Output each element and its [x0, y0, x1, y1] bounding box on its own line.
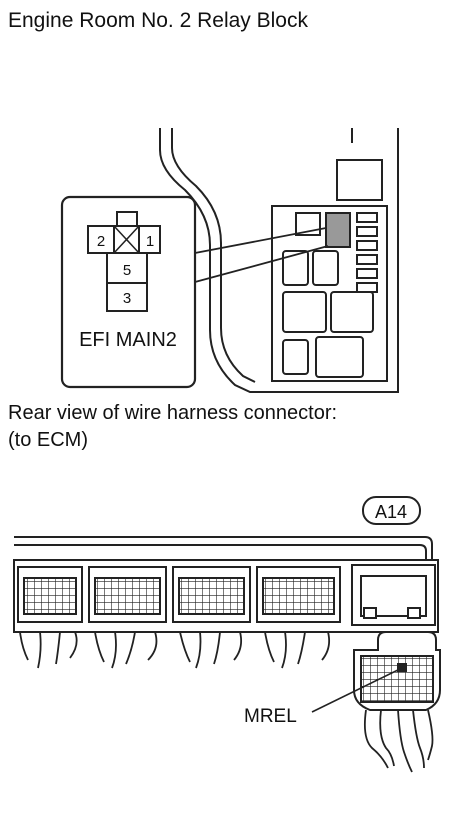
relay-name-label: EFI MAIN2	[79, 329, 177, 351]
efi-main2-socket	[325, 212, 351, 248]
relay-pin-1: 1	[146, 233, 154, 250]
connector-id-label: A14	[375, 502, 407, 522]
relay-pin-2: 2	[97, 233, 105, 250]
relay-pin-diagram	[87, 211, 161, 312]
connector-caption-line1: Rear view of wire harness connector:	[8, 402, 337, 424]
callout-leader-lines	[194, 227, 329, 283]
mrel-terminal	[397, 663, 407, 672]
ecm-wire-bundles	[19, 631, 331, 669]
relay-block-housing	[159, 128, 399, 393]
relay-pin-3: 3	[123, 290, 131, 307]
ecm-a14-plug-wires	[363, 709, 434, 773]
relay-block-sockets	[282, 212, 378, 378]
connector-id-badge	[362, 496, 421, 525]
connector-caption-line2: (to ECM)	[8, 429, 88, 451]
relay-pin-5: 5	[123, 262, 131, 279]
ecm-connector-sections	[17, 564, 436, 626]
mrel-label: MREL	[244, 706, 297, 727]
relay-block-title: Engine Room No. 2 Relay Block	[8, 9, 308, 32]
mrel-leader-line	[311, 667, 403, 713]
